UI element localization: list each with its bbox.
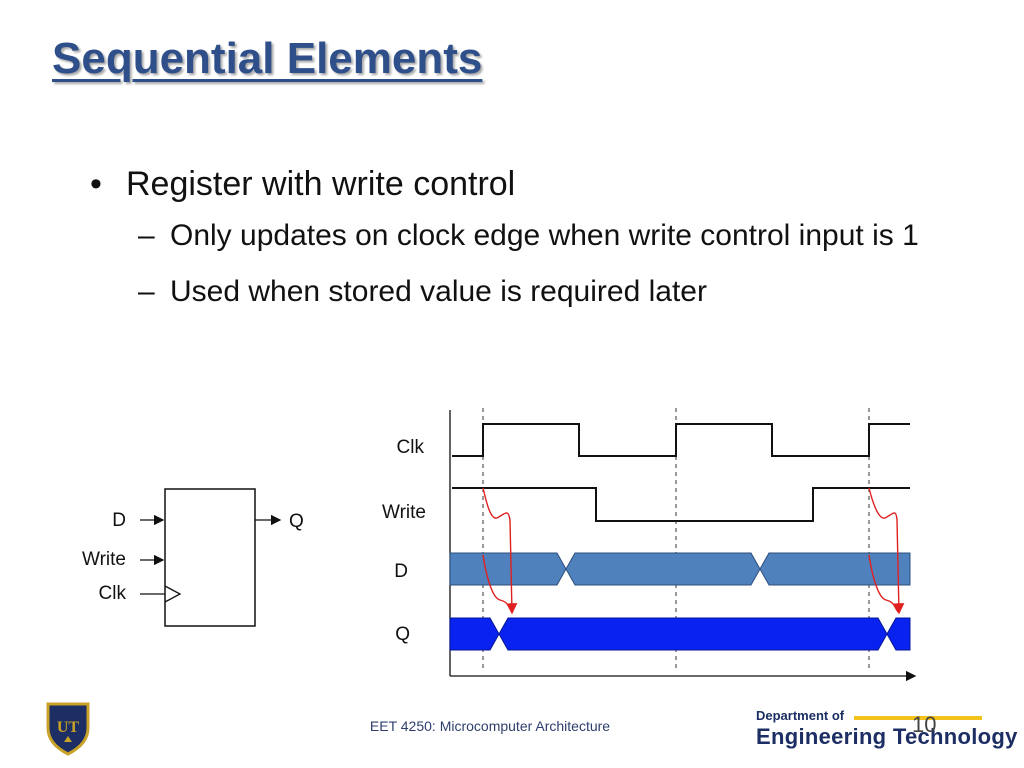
write-waveform (452, 487, 910, 522)
department-logo: Department of Engineering Technology (756, 708, 1017, 750)
dash-icon: – (138, 275, 155, 308)
department-small-text: Department of (756, 708, 845, 723)
clock-triangle-icon (164, 585, 182, 603)
d-bus-segment (449, 552, 567, 586)
logo-text: UT (57, 719, 80, 736)
register-input-label: Write (82, 549, 126, 570)
causality-arrow (868, 554, 899, 613)
sub-bullet-item: – Only updates on clock edge when write … (90, 216, 970, 256)
department-big-text: Engineering Technology (756, 724, 1018, 749)
sub-bullet-text: Only updates on clock edge when write co… (170, 219, 919, 252)
bullet-item: • Register with write control (90, 162, 970, 206)
register-box (164, 488, 256, 627)
accent-line (854, 716, 982, 720)
signal-label: Clk (397, 437, 425, 458)
causality-arrow (868, 487, 905, 615)
bullet-dot-icon: • (90, 165, 102, 203)
sub-bullet-text: Used when stored value is required later (170, 275, 707, 308)
register-input-label: D (112, 510, 126, 531)
register-input-label: Clk (99, 583, 127, 604)
page-number: 10 (912, 712, 937, 737)
q-bus-segment (886, 617, 911, 651)
causality-arrow (482, 487, 518, 615)
bullet-list: • Register with write control – Only upd… (90, 162, 970, 312)
register-output-label: Q (289, 511, 304, 532)
dash-icon: – (138, 219, 155, 252)
university-shield-logo: UT (46, 702, 90, 756)
d-bus-segment (759, 552, 911, 586)
signal-label: D (394, 561, 408, 582)
clk-waveform (452, 423, 910, 457)
course-footer: EET 4250: Microcomputer Architecture (369, 718, 611, 734)
q-bus-segment (449, 617, 500, 651)
causality-arrow (482, 554, 513, 613)
bullet-text: Register with write control (126, 165, 516, 203)
signal-label: Write (382, 502, 426, 523)
q-bus-segment (498, 617, 888, 651)
sub-bullet-item: – Used when stored value is required lat… (90, 272, 970, 312)
slide-title: Sequential Elements (52, 34, 483, 83)
d-bus-segment (565, 552, 761, 586)
signal-label: Q (395, 624, 410, 645)
